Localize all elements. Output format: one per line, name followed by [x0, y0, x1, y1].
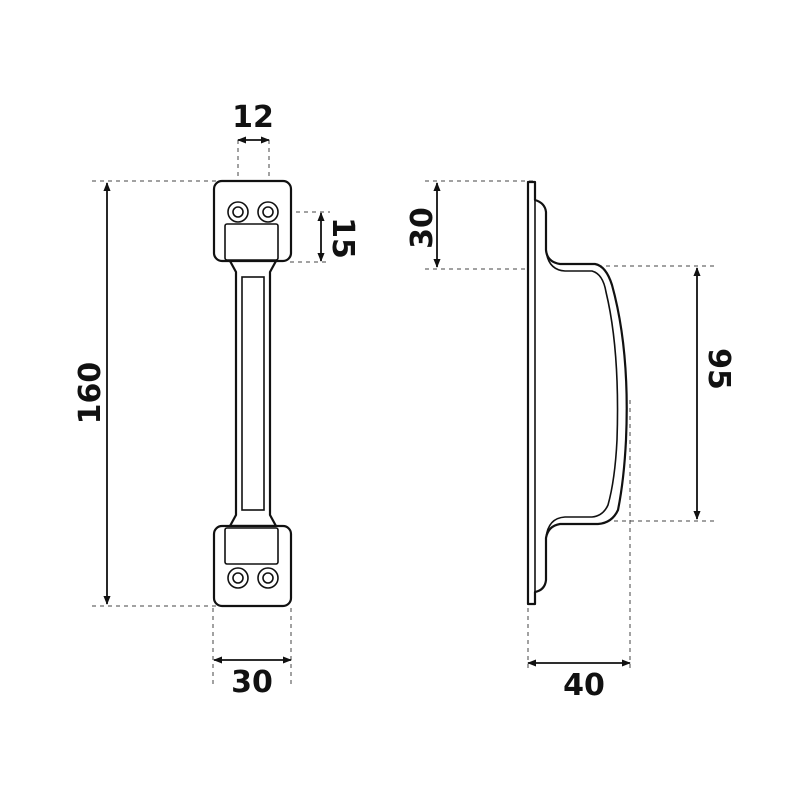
top-screw-hole-right: [257, 201, 279, 223]
dimension-projection-label: 40: [563, 668, 605, 703]
dimension-grip-length: 95: [693, 267, 736, 520]
dimension-grip-length-label: 95: [701, 348, 736, 390]
dimension-hole-spacing: 12: [232, 100, 274, 144]
bottom-screw-hole-right: [257, 567, 279, 589]
top-mounting-plate: [212, 179, 293, 263]
front-extension-lines: [92, 140, 330, 685]
dimension-base-width: 30: [213, 656, 292, 700]
dimension-total-height: 160: [73, 182, 111, 605]
dimension-total-height-label: 160: [73, 362, 108, 425]
dimension-base-width-label: 30: [231, 665, 273, 700]
side-view: 30 95 40: [405, 180, 736, 703]
bottom-screw-hole-left: [227, 567, 249, 589]
dimension-foot-height-label: 30: [405, 207, 440, 249]
grip-bar: [228, 259, 278, 528]
dimension-hole-offset-label: 15: [325, 217, 360, 259]
dimension-hole-spacing-label: 12: [232, 100, 274, 135]
front-view: 12 15 160 30: [73, 100, 360, 700]
bottom-mounting-plate: [212, 524, 293, 608]
dimension-foot-height: 30: [405, 182, 441, 268]
dimension-hole-offset: 15: [317, 212, 360, 262]
handle-profile: [526, 180, 628, 606]
top-screw-hole-left: [227, 201, 249, 223]
dimension-projection: 40: [527, 659, 631, 703]
side-extension-lines: [425, 180, 715, 668]
